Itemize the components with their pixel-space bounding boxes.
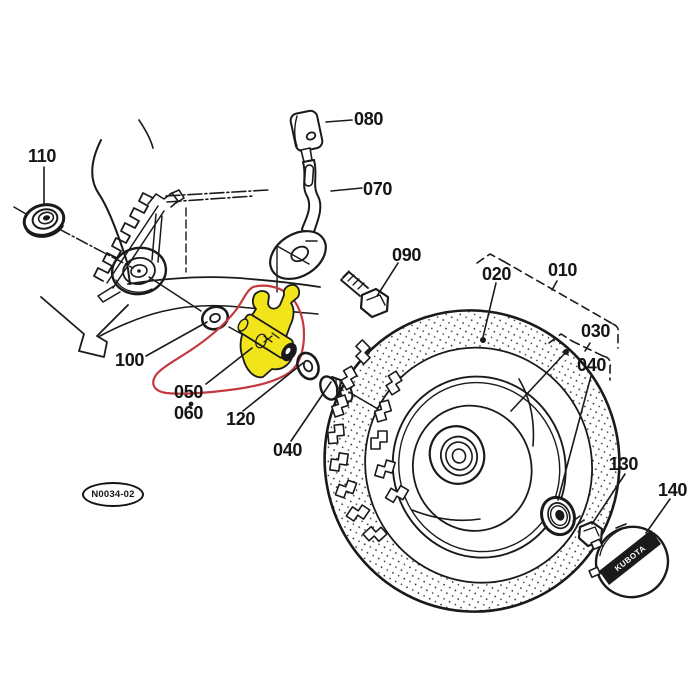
- diagram-code-badge: N0034-02: [82, 482, 144, 507]
- part-label-110: 110: [28, 146, 57, 166]
- part-label-040-bottom: 040: [273, 440, 303, 460]
- part-label-120: 120: [226, 409, 256, 429]
- part-label-010: 010: [548, 260, 578, 280]
- leader-lines: [43, 119, 671, 534]
- axle-knuckle-050-highlighted: [237, 284, 301, 379]
- projection-lines: [276, 245, 310, 293]
- part-label-130: 130: [609, 454, 639, 474]
- flange-nut-110: [22, 203, 66, 238]
- part-label-090: 090: [392, 245, 422, 265]
- bearing-040-rear: [540, 495, 576, 537]
- part-label-040-right: 040: [577, 355, 607, 375]
- lever-070: [269, 159, 327, 280]
- part-label-100: 100: [115, 350, 145, 370]
- height-adjust-pulley: [110, 246, 168, 296]
- part-label-060: 060: [174, 403, 204, 423]
- grouping-dashlines: [476, 253, 620, 381]
- knob-080: [289, 109, 324, 163]
- part-label-070: 070: [363, 179, 393, 199]
- part-label-030: 030: [581, 321, 611, 341]
- bolt-090: [340, 270, 390, 319]
- part-label-140: 140: [658, 480, 688, 500]
- part-label-080: 080: [354, 109, 384, 129]
- washer-100: [200, 305, 230, 331]
- part-label-050: 050: [174, 382, 204, 402]
- deck-frame-outline: [40, 119, 321, 358]
- wheel-hub: [428, 425, 486, 485]
- hub-cap-140: KUBOTA: [588, 523, 670, 599]
- red-annotation-circle: [152, 284, 306, 395]
- part-label-020: 020: [482, 264, 512, 284]
- washer-120: [296, 351, 320, 381]
- diagram-code-text: N0034-02: [91, 488, 135, 500]
